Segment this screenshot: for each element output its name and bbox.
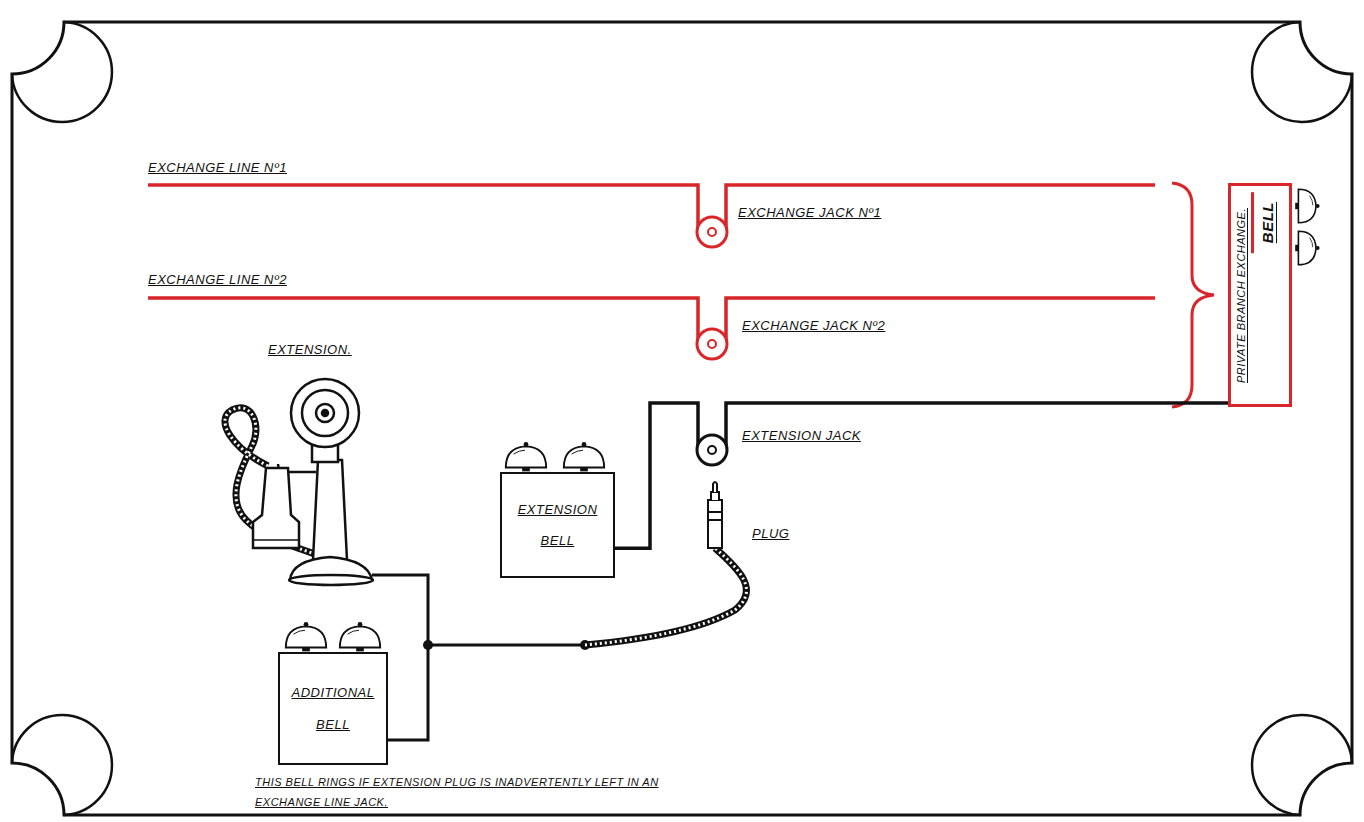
plug <box>708 512 722 520</box>
plug-label: PLUG <box>752 526 789 541</box>
jack <box>697 217 727 247</box>
frame <box>12 22 1352 815</box>
junction-dot <box>423 640 590 650</box>
candlestick-telephone <box>322 410 328 416</box>
box-label: ADDITIONAL BELL <box>289 677 377 739</box>
jack <box>708 340 716 348</box>
frame <box>1252 22 1352 122</box>
plug <box>711 492 719 500</box>
candlestick-telephone <box>291 379 359 447</box>
candlestick-telephone <box>253 468 299 548</box>
frame <box>12 22 1352 815</box>
wire <box>428 644 585 647</box>
bell-box: EXTENSION BELL <box>500 472 615 578</box>
exchange-line <box>148 185 1155 232</box>
jack <box>697 217 727 465</box>
exchange-line <box>148 298 1155 344</box>
wire <box>372 575 585 740</box>
additional-bell-gongs <box>286 622 380 651</box>
frame <box>12 22 112 122</box>
jack <box>697 329 727 359</box>
telephone-label: EXTENSION. <box>268 342 352 357</box>
jack <box>708 228 716 236</box>
line-label: EXCHANGE LINE Nº2 <box>148 272 287 287</box>
additional-bell-gongs <box>340 622 380 651</box>
jack <box>708 446 716 454</box>
candlestick-telephone <box>313 460 347 560</box>
exchange-line <box>148 185 1155 344</box>
line-label: EXCHANGE LINE Nº1 <box>148 160 287 175</box>
box-label: EXTENSION BELL <box>514 494 602 556</box>
jack-label: EXCHANGE JACK Nº1 <box>738 205 881 220</box>
frame <box>1252 715 1352 815</box>
pbx-bell <box>1295 189 1319 223</box>
candlestick-telephone <box>225 379 373 585</box>
candlestick-telephone <box>316 404 334 422</box>
bracket <box>1172 183 1214 407</box>
jack-label: EXTENSION JACK <box>742 428 861 443</box>
frame <box>12 715 112 815</box>
extension-bell-gongs <box>506 442 604 471</box>
extension-wire <box>615 403 1228 548</box>
candlestick-telephone <box>289 575 373 585</box>
box-label: PRIVATE BRANCH EXCHANGE. <box>1231 202 1251 389</box>
junction-dot <box>423 640 433 650</box>
additional-bell-gongs <box>286 622 326 651</box>
jack-label: EXCHANGE JACK Nº2 <box>742 318 885 333</box>
box-subtitle: BELL <box>1251 192 1281 253</box>
bell-box: ADDITIONAL BELL <box>278 652 388 765</box>
exchange-box: PRIVATE BRANCH EXCHANGE.BELL <box>1228 183 1292 407</box>
extension-bell-gongs <box>506 442 546 471</box>
candlestick-telephone <box>253 539 299 541</box>
plug <box>708 482 722 548</box>
note: THIS BELL RINGS IF EXTENSION PLUG IS INA… <box>255 772 665 812</box>
extension-bell-gongs <box>564 442 604 471</box>
pbx-bell <box>1295 231 1319 265</box>
candlestick-telephone <box>302 390 348 436</box>
jack <box>697 435 727 465</box>
bracket <box>1172 183 1214 407</box>
plug <box>713 482 717 492</box>
plug <box>708 500 722 548</box>
pbx-bell <box>1295 189 1319 265</box>
